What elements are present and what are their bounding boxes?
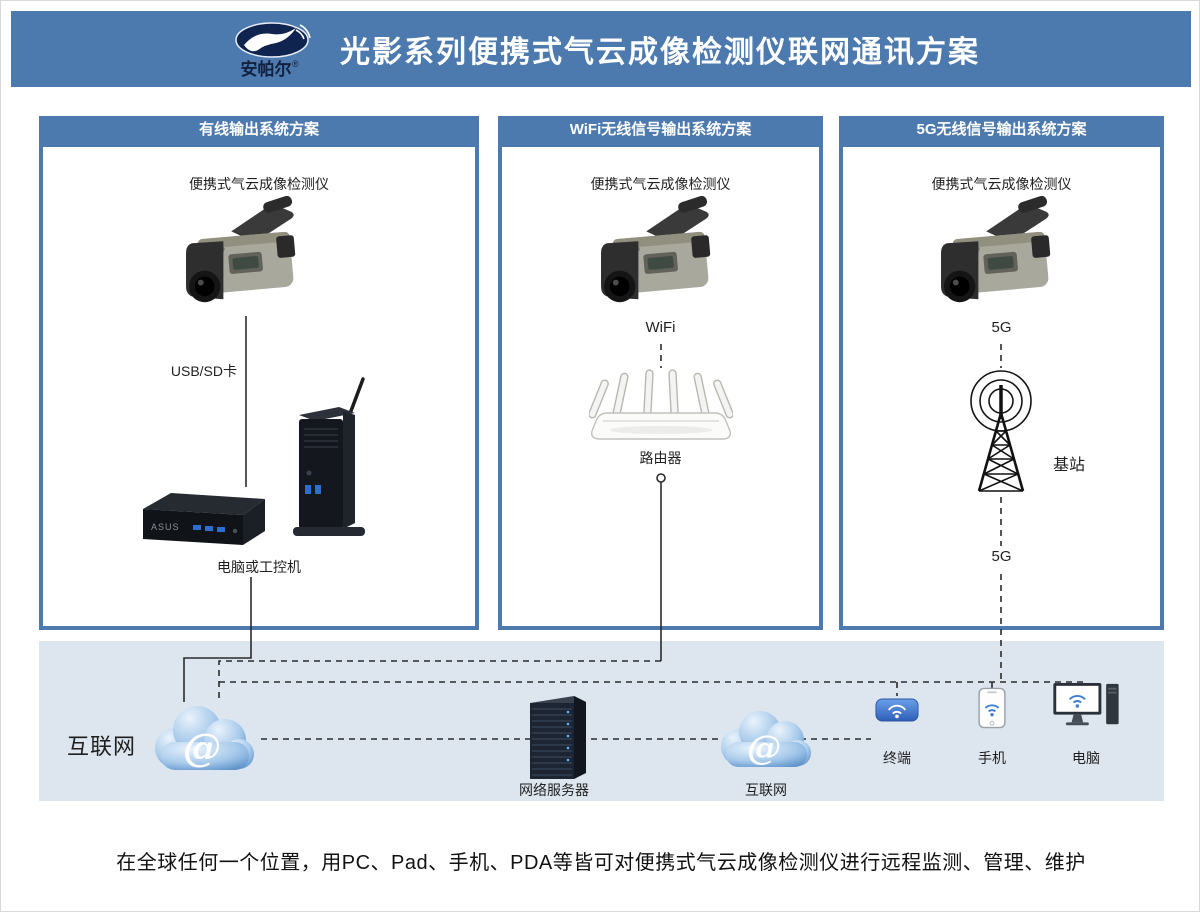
cloud-at-symbol: @: [183, 725, 221, 770]
panel-5g-title: 5G无线信号输出系统方案: [839, 116, 1164, 143]
cell-tower-icon: [943, 367, 1059, 495]
footer-caption: 在全球任何一个位置，用PC、Pad、手机、PDA等皆可对便携式气云成像检测仪进行…: [116, 852, 1086, 874]
device-label-5g: 便携式气云成像检测仪: [931, 176, 1072, 192]
server-rack-icon: [516, 693, 592, 779]
fiveg-label-lower: 5G: [991, 548, 1012, 565]
logo-reg-mark: ®: [292, 59, 299, 69]
mini-pc-brand: ASUS: [151, 522, 180, 532]
desktop-computer-icon: [1052, 682, 1120, 730]
mini-pc-icon: ASUS: [137, 487, 269, 549]
internet-cloud-icon: @: [714, 705, 818, 773]
thermal-camera-icon: [171, 196, 321, 314]
thermal-camera-icon: [586, 196, 736, 314]
panel-wifi-title: WiFi无线信号输出系统方案: [498, 116, 823, 143]
tower-pc-icon: [287, 377, 369, 545]
logo-text: 安帕尔: [241, 59, 292, 79]
computer-label: 电脑: [1072, 750, 1100, 766]
device-label-wifi: 便携式气云成像检测仪: [590, 176, 731, 192]
panel-wired-title: 有线输出系统方案: [39, 116, 479, 143]
pc-label: 电脑或工控机: [217, 559, 301, 575]
smartphone-icon: [977, 687, 1007, 729]
internet-cloud-icon: @: [147, 700, 261, 776]
terminal-label: 终端: [883, 750, 911, 766]
fiveg-label-upper: 5G: [991, 319, 1012, 336]
server-label: 网络服务器: [519, 782, 589, 798]
router-label: 路由器: [639, 450, 682, 466]
header-bar: 安帕尔 ® 光影系列便携式气云成像检测仪联网通讯方案: [11, 11, 1191, 87]
device-label-wired: 便携式气云成像检测仪: [189, 176, 329, 192]
base-station-label: 基站: [1053, 457, 1086, 474]
internet-right-label: 互联网: [745, 782, 787, 798]
brand-bird-logo-icon: 安帕尔 ®: [235, 22, 311, 79]
wifi-router-icon: [589, 367, 733, 447]
wifi-terminal-icon: [875, 695, 919, 725]
phone-label: 手机: [978, 750, 1006, 766]
usb-sd-label: USB/SD卡: [170, 363, 237, 379]
wifi-label: WiFi: [645, 319, 676, 336]
brand-logo: 安帕尔 ®: [222, 18, 322, 80]
internet-left-label: 互联网: [67, 734, 137, 759]
thermal-camera-icon: [926, 196, 1076, 314]
page-title: 光影系列便携式气云成像检测仪联网通讯方案: [340, 36, 980, 69]
cloud-at-symbol: @: [747, 728, 781, 768]
